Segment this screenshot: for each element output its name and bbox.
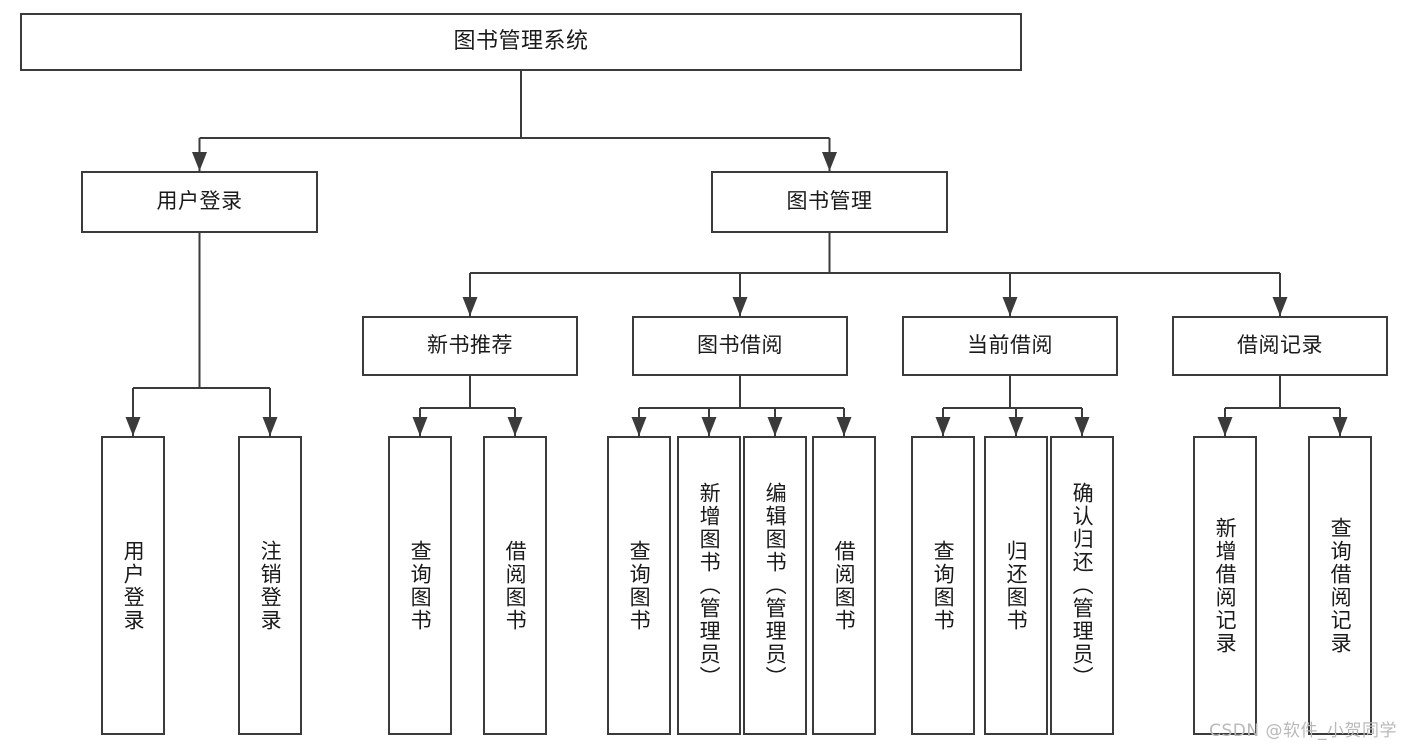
arrowhead-newbook-to-leaves-1: [507, 417, 523, 436]
node-label: 查询借阅记录: [1328, 516, 1353, 655]
node-label: 注销登录: [258, 539, 283, 632]
arrowhead-newbook-to-leaves-0: [412, 417, 428, 436]
arrowhead-books-to-level3-2: [1002, 297, 1018, 316]
arrowhead-current-to-leaves-2: [1074, 417, 1090, 436]
node-label: 归还图书: [1004, 539, 1029, 632]
node-label: 图书管理: [786, 189, 873, 214]
node-label: 编辑图书（管理员）: [763, 482, 788, 689]
arrowhead-current-to-leaves-1: [1008, 417, 1024, 436]
node-label: 图书管理系统: [453, 28, 589, 54]
node-leaf_7[interactable]: 借阅图书: [812, 436, 876, 735]
node-leaf_0[interactable]: 用户登录: [101, 436, 165, 735]
arrowhead-borrow-to-leaves-2: [767, 417, 783, 436]
node-label: 用户登录: [156, 189, 243, 214]
node-label: 借阅图书: [503, 539, 528, 632]
arrowhead-books-to-level3-3: [1272, 297, 1288, 316]
node-l3_2[interactable]: 当前借阅: [902, 316, 1118, 376]
arrowhead-borrow-to-leaves-3: [836, 417, 852, 436]
node-root[interactable]: 图书管理系统: [20, 13, 1022, 71]
node-leaf_12[interactable]: 查询借阅记录: [1308, 436, 1372, 735]
node-label: 查询图书: [931, 539, 956, 632]
arrowhead-borrow-to-leaves-1: [701, 417, 717, 436]
node-label: 借阅记录: [1237, 333, 1323, 358]
node-label: 用户登录: [121, 539, 146, 632]
node-label: 借阅图书: [832, 539, 857, 632]
node-leaf_1[interactable]: 注销登录: [238, 436, 302, 735]
node-l3_0[interactable]: 新书推荐: [362, 316, 578, 376]
node-leaf_11[interactable]: 新增借阅记录: [1193, 436, 1257, 735]
node-label: 查询图书: [627, 539, 652, 632]
node-label: 图书借阅: [697, 333, 783, 358]
node-leaf_10[interactable]: 确认归还（管理员）: [1050, 436, 1114, 735]
node-label: 新书推荐: [427, 333, 513, 358]
arrowhead-borrow-to-leaves-0: [631, 417, 647, 436]
arrowhead-login-to-leaves-0: [125, 417, 141, 436]
node-label: 当前借阅: [967, 333, 1053, 358]
node-l3_3[interactable]: 借阅记录: [1172, 316, 1388, 376]
arrowhead-books-to-level3-0: [462, 297, 478, 316]
arrowhead-root-to-level2-0: [192, 152, 207, 171]
arrowhead-login-to-leaves-1: [262, 417, 278, 436]
node-l3_1[interactable]: 图书借阅: [632, 316, 848, 376]
node-leaf_3[interactable]: 借阅图书: [483, 436, 547, 735]
node-leaf_5[interactable]: 新增图书（管理员）: [677, 436, 741, 735]
node-l2_0[interactable]: 用户登录: [81, 171, 318, 233]
arrowhead-record-to-leaves-1: [1332, 417, 1348, 436]
node-l2_1[interactable]: 图书管理: [711, 171, 948, 233]
node-leaf_4[interactable]: 查询图书: [607, 436, 671, 735]
node-leaf_8[interactable]: 查询图书: [911, 436, 975, 735]
node-label: 新增借阅记录: [1213, 516, 1238, 655]
watermark-label: CSDN @软件_小贺同学: [1209, 721, 1397, 741]
arrowhead-current-to-leaves-0: [935, 417, 951, 436]
node-leaf_6[interactable]: 编辑图书（管理员）: [743, 436, 807, 735]
arrowhead-record-to-leaves-0: [1217, 417, 1233, 436]
node-leaf_9[interactable]: 归还图书: [984, 436, 1048, 735]
node-leaf_2[interactable]: 查询图书: [388, 436, 452, 735]
node-label: 确认归还（管理员）: [1070, 482, 1095, 689]
node-label: 新增图书（管理员）: [697, 482, 722, 689]
arrowhead-root-to-level2-1: [822, 152, 837, 171]
arrowhead-books-to-level3-1: [732, 297, 748, 316]
node-label: 查询图书: [408, 539, 433, 632]
